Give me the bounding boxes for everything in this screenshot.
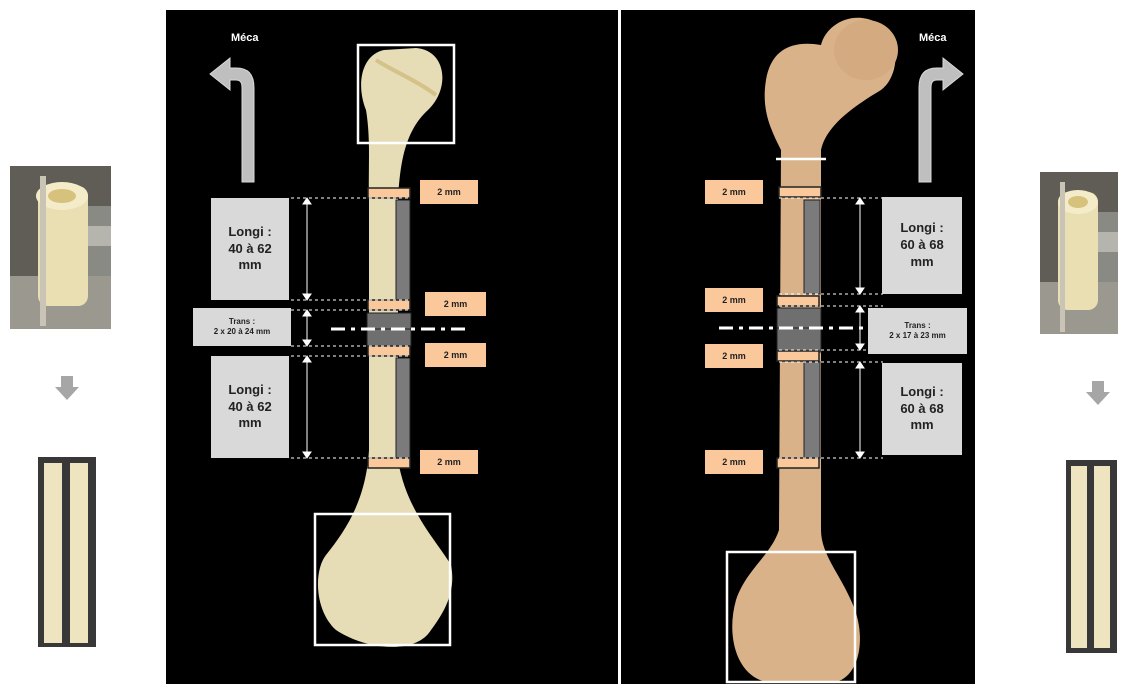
meca-arrow-left-icon bbox=[210, 58, 254, 182]
left-cut-label-2: 2 mm bbox=[425, 292, 486, 316]
left-down-arrow-icon bbox=[55, 376, 79, 405]
left-longi-top-line3: mm bbox=[238, 257, 261, 274]
left-cut-label-1: 2 mm bbox=[420, 180, 478, 204]
right-trans-line2: 2 x 17 à 23 mm bbox=[889, 331, 945, 341]
right-trans-box: Trans : 2 x 17 à 23 mm bbox=[868, 308, 967, 354]
right-cut-label-4: 2 mm bbox=[705, 450, 763, 474]
left-longi-bottom-box: Longi : 40 à 62 mm bbox=[211, 356, 289, 458]
left-sample-strips-photo bbox=[38, 457, 96, 647]
left-longi-bottom-line2: 40 à 62 bbox=[228, 399, 271, 416]
right-longi-bottom-line2: 60 à 68 bbox=[900, 401, 943, 418]
right-down-arrow-icon bbox=[1086, 381, 1110, 410]
right-longi-top-line1: Longi : bbox=[900, 220, 943, 237]
right-cut-label-3: 2 mm bbox=[705, 344, 763, 368]
right-longi-bottom-line1: Longi : bbox=[900, 384, 943, 401]
left-saw-photo bbox=[10, 166, 111, 329]
right-trans-line1: Trans : bbox=[904, 321, 930, 331]
right-cut-label-2: 2 mm bbox=[705, 288, 763, 312]
left-trans-line1: Trans : bbox=[229, 317, 255, 327]
left-longi-bottom-line1: Longi : bbox=[228, 382, 271, 399]
left-trans-line2: 2 x 20 à 24 mm bbox=[214, 327, 270, 337]
right-longi-top-line3: mm bbox=[910, 254, 933, 271]
right-longi-bottom-box: Longi : 60 à 68 mm bbox=[882, 363, 962, 455]
left-longi-top-box: Longi : 40 à 62 mm bbox=[211, 198, 289, 300]
right-meca-label: Méca bbox=[919, 32, 947, 44]
right-longi-top-line2: 60 à 68 bbox=[900, 237, 943, 254]
left-cut-label-4: 2 mm bbox=[420, 450, 478, 474]
humerus-drawing bbox=[166, 10, 618, 684]
left-longi-bottom-line3: mm bbox=[238, 415, 261, 432]
left-longi-top-line2: 40 à 62 bbox=[228, 241, 271, 258]
left-longi-top-line1: Longi : bbox=[228, 224, 271, 241]
meca-arrow-right-icon bbox=[919, 58, 963, 182]
left-cut-label-3: 2 mm bbox=[425, 343, 486, 367]
right-longi-top-box: Longi : 60 à 68 mm bbox=[882, 197, 962, 294]
right-longi-bottom-line3: mm bbox=[910, 417, 933, 434]
left-meca-label: Méca bbox=[231, 32, 259, 44]
right-saw-photo bbox=[1040, 172, 1118, 334]
left-trans-box: Trans : 2 x 20 à 24 mm bbox=[193, 308, 291, 346]
right-sample-strips-photo bbox=[1066, 460, 1117, 653]
right-cut-label-1: 2 mm bbox=[705, 180, 763, 204]
